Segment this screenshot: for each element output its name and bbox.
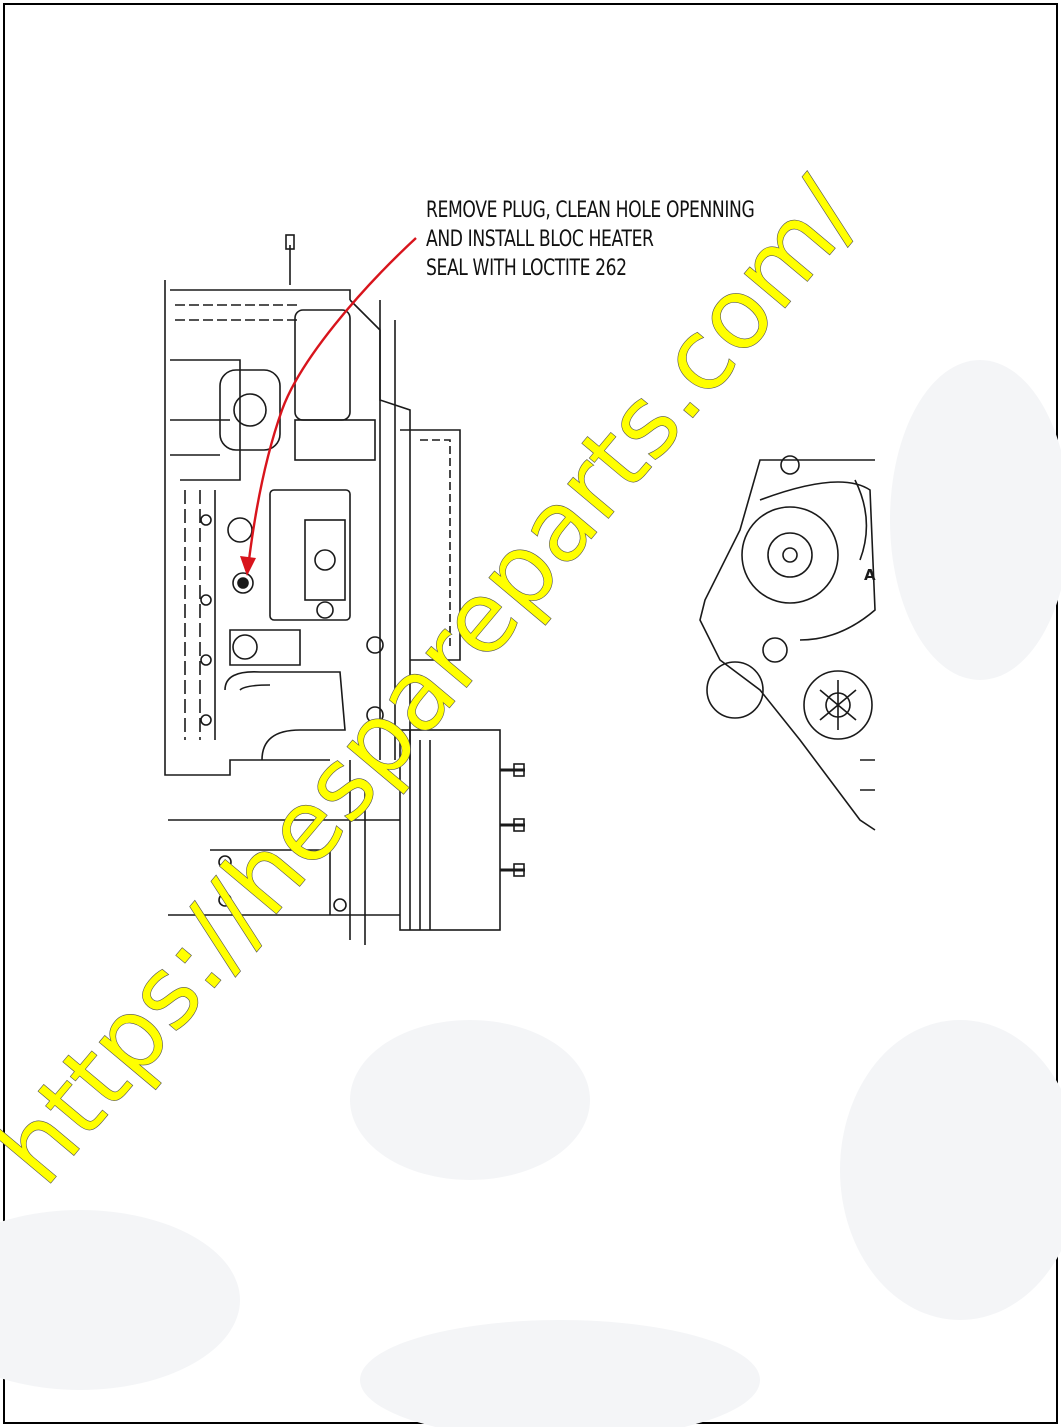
manifold-flange [219, 369, 281, 451]
block-outline [164, 280, 330, 776]
note-line-2: AND INSTALL BLOC HEATER [426, 227, 654, 252]
note-line-1: REMOVE PLUG, CLEAN HOLE OPENNING [426, 198, 755, 223]
belt-drive-view [699, 455, 876, 831]
watermark-text: https://hespareparts.com/ [0, 158, 881, 1206]
note-line-3: SEAL WITH LOCTITE 262 [426, 256, 627, 281]
fan-pulley [741, 506, 839, 604]
installation-note: REMOVE PLUG, CLEAN HOLE OPENNING AND INS… [426, 196, 755, 283]
alternator-bracket [269, 489, 351, 621]
edge-marker-label: A [864, 566, 876, 584]
heater-plug [232, 572, 254, 594]
idler-pulley [706, 661, 764, 719]
callout-arrow [240, 237, 417, 576]
crank-pulley [399, 729, 501, 931]
coolant-elbow [224, 671, 346, 761]
water-pump-pulley [803, 670, 873, 740]
